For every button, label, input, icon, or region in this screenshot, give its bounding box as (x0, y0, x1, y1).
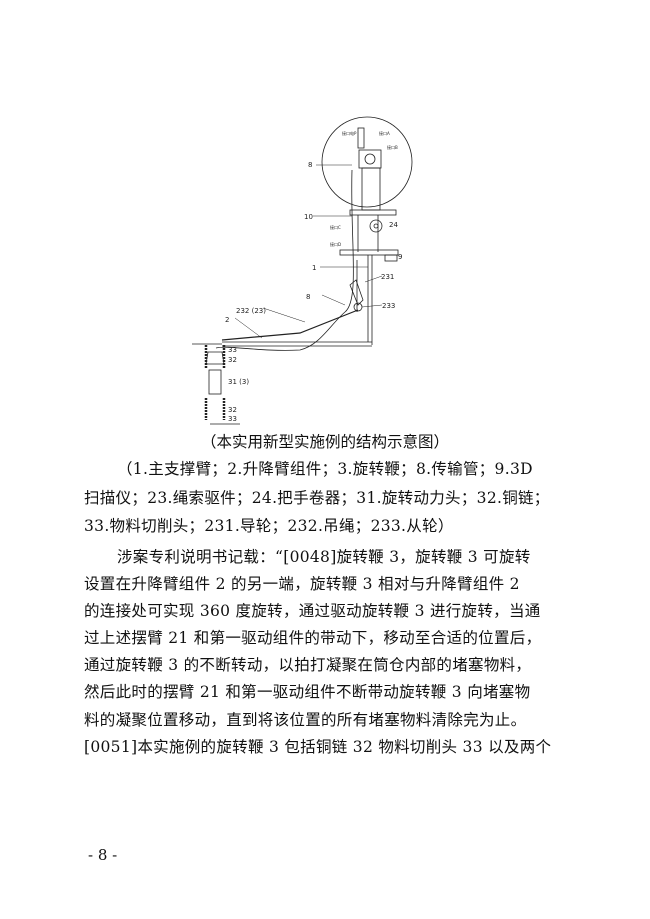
label-33a: 33 (228, 346, 237, 354)
body-line: 设置在升降臂组件 2 的另一端，旋转鞭 3 相对与升降臂组件 2 (84, 575, 520, 593)
legend-line: 33.物料切削头；231.导轮；232.吊绳；233.从轮） (84, 517, 454, 535)
port-b-label: 接口B (387, 144, 398, 150)
label-10: 10 (304, 213, 313, 221)
label-8b: 8 (306, 293, 310, 301)
legend-line: （1.主支撑臂；2.升降臂组件；3.旋转鞭；8.传输管；9.3D (117, 460, 533, 478)
label-31: 31 (3) (228, 378, 249, 386)
body-line: 料的凝聚位置移动，直到将该位置的所有堵塞物料清除完为止。 (84, 711, 527, 729)
label-9: 9 (398, 253, 402, 261)
body-line: 涉案专利说明书记载：“[0048]旋转鞭 3，旋转鞭 3 可旋转 (117, 548, 531, 566)
label-24: 24 (389, 221, 398, 229)
port-d-label: 接口D (330, 241, 341, 247)
label-8a: 8 (308, 161, 312, 169)
label-232: 232 (23) (236, 307, 266, 315)
label-32b: 32 (228, 406, 237, 414)
port-e-label: 接口电P (342, 130, 357, 136)
label-1: 1 (312, 264, 316, 272)
label-2: 2 (225, 316, 229, 324)
label-233: 233 (382, 302, 395, 310)
port-a-label: 接口A (379, 130, 390, 136)
page-number: - 8 - (88, 846, 118, 864)
body-line: 的连接处可实现 360 度旋转，通过驱动旋转鞭 3 进行旋转，当通 (84, 602, 541, 620)
legend-line: 扫描仪；23.绳索驱件；24.把手卷器；31.旋转动力头；32.铜链； (84, 489, 550, 507)
label-33b: 33 (228, 415, 237, 423)
structure-diagram: 8 10 24 9 1 231 8 233 232 (23) 2 33 32 3… (192, 116, 413, 425)
body-line: 然后此时的摆臂 21 和第一驱动组件不断带动旋转鞭 3 向堵塞物 (84, 683, 531, 701)
port-c-label: 接口C (330, 224, 341, 230)
label-231: 231 (381, 273, 394, 281)
body-line: [0051]本实施例的旋转鞭 3 包括铜链 32 物料切削头 33 以及两个 (84, 738, 552, 756)
label-32a: 32 (228, 356, 237, 364)
body-line: 过上述摆臂 21 和第一驱动组件的带动下，移动至合适的位置后， (84, 629, 542, 647)
body-line: 通过旋转鞭 3 的不断转动，以拍打凝聚在筒仓内部的堵塞物料， (84, 656, 532, 674)
figure-caption: （本实用新型实施例的结构示意图） (200, 433, 449, 451)
